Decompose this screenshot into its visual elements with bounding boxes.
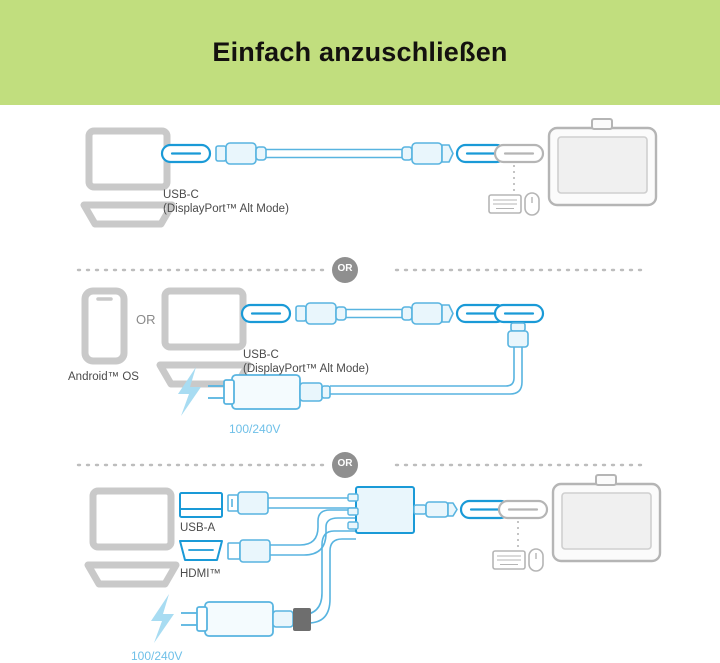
usb-c-connector-right — [401, 302, 454, 325]
power-adapter-icon — [181, 601, 311, 637]
keyboard-icon — [488, 194, 522, 214]
power-cable-connector — [507, 322, 529, 348]
power-adapter-icon — [208, 374, 331, 410]
row2-phone-label: Android™ OS — [68, 371, 139, 383]
lightning-bolt-icon — [178, 367, 201, 416]
usb-a-plug-icon — [227, 491, 269, 515]
row2-port-label-line1: USB-C — [243, 349, 279, 361]
device-port-usb-c-blue — [455, 303, 507, 324]
divider-or-1: OR — [0, 255, 720, 285]
hdmi-port-icon — [179, 540, 223, 561]
usb-c-port-source — [160, 143, 212, 164]
divider-or-1-label: OR — [337, 263, 353, 274]
usb-c-port-source — [240, 303, 292, 324]
connection-row-usb-c-direct: USB-C (DisplayPort™ Alt Mode) — [0, 105, 720, 270]
usb-c-connector-right — [401, 142, 454, 165]
hdmi-plug-icon — [227, 539, 271, 563]
device-port-accessory-gray — [493, 143, 545, 164]
row3-usb-a-label: USB-A — [180, 522, 216, 534]
laptop-icon — [156, 287, 252, 388]
mouse-icon — [524, 192, 540, 216]
usb-c-connector-left — [215, 142, 267, 165]
row1-port-label-line1: USB-C — [163, 189, 199, 201]
row3-illustration — [84, 474, 662, 643]
diagram-stage: USB-C (DisplayPort™ Alt Mode) OR — [0, 105, 720, 663]
row1-illustration — [80, 118, 658, 228]
page-title: Einfach anzuschließen — [212, 37, 508, 67]
connection-row-usb-c-powered: OR Android™ OS USB-C (DisplayPort™ Alt M… — [0, 270, 720, 465]
device-port-usb-c-blue — [459, 499, 511, 520]
row1-port-label-line2: (DisplayPort™ Alt Mode) — [163, 203, 289, 215]
mouse-icon — [528, 548, 544, 572]
phone-icon — [81, 287, 128, 365]
row2-port-label-line2: (DisplayPort™ Alt Mode) — [243, 363, 369, 375]
laptop-icon — [84, 487, 180, 588]
row3-power-label: 100/240V — [131, 649, 183, 663]
tablet-display-icon — [547, 118, 658, 207]
usb-c-cable — [346, 308, 402, 319]
laptop-icon — [80, 127, 176, 228]
hub-input-cables — [268, 497, 356, 624]
row3-hdmi-label: HDMI™ — [180, 568, 221, 580]
keyboard-icon — [492, 550, 526, 570]
device-port-accessory-gray — [497, 499, 549, 520]
usb-c-cable — [266, 148, 402, 159]
power-cable — [330, 345, 523, 395]
lightning-bolt-icon — [151, 594, 174, 643]
adapter-hub-icon — [347, 486, 415, 534]
page-banner: Einfach anzuschließen — [0, 0, 720, 105]
row2-illustration — [81, 287, 545, 416]
hub-output-connector — [413, 501, 458, 518]
device-port-usb-c-power — [493, 303, 545, 324]
usb-c-connector-left — [295, 302, 347, 325]
tablet-display-icon — [551, 474, 662, 563]
row2-power-label: 100/240V — [229, 422, 281, 436]
row2-or-label: OR — [136, 312, 156, 327]
divider-or-2-label: OR — [337, 458, 353, 469]
connection-row-hdmi-usb-a: USB-A HDMI™ 100/240V — [0, 465, 720, 663]
divider-or-2: OR — [0, 450, 720, 480]
usb-a-port-icon — [179, 492, 223, 518]
